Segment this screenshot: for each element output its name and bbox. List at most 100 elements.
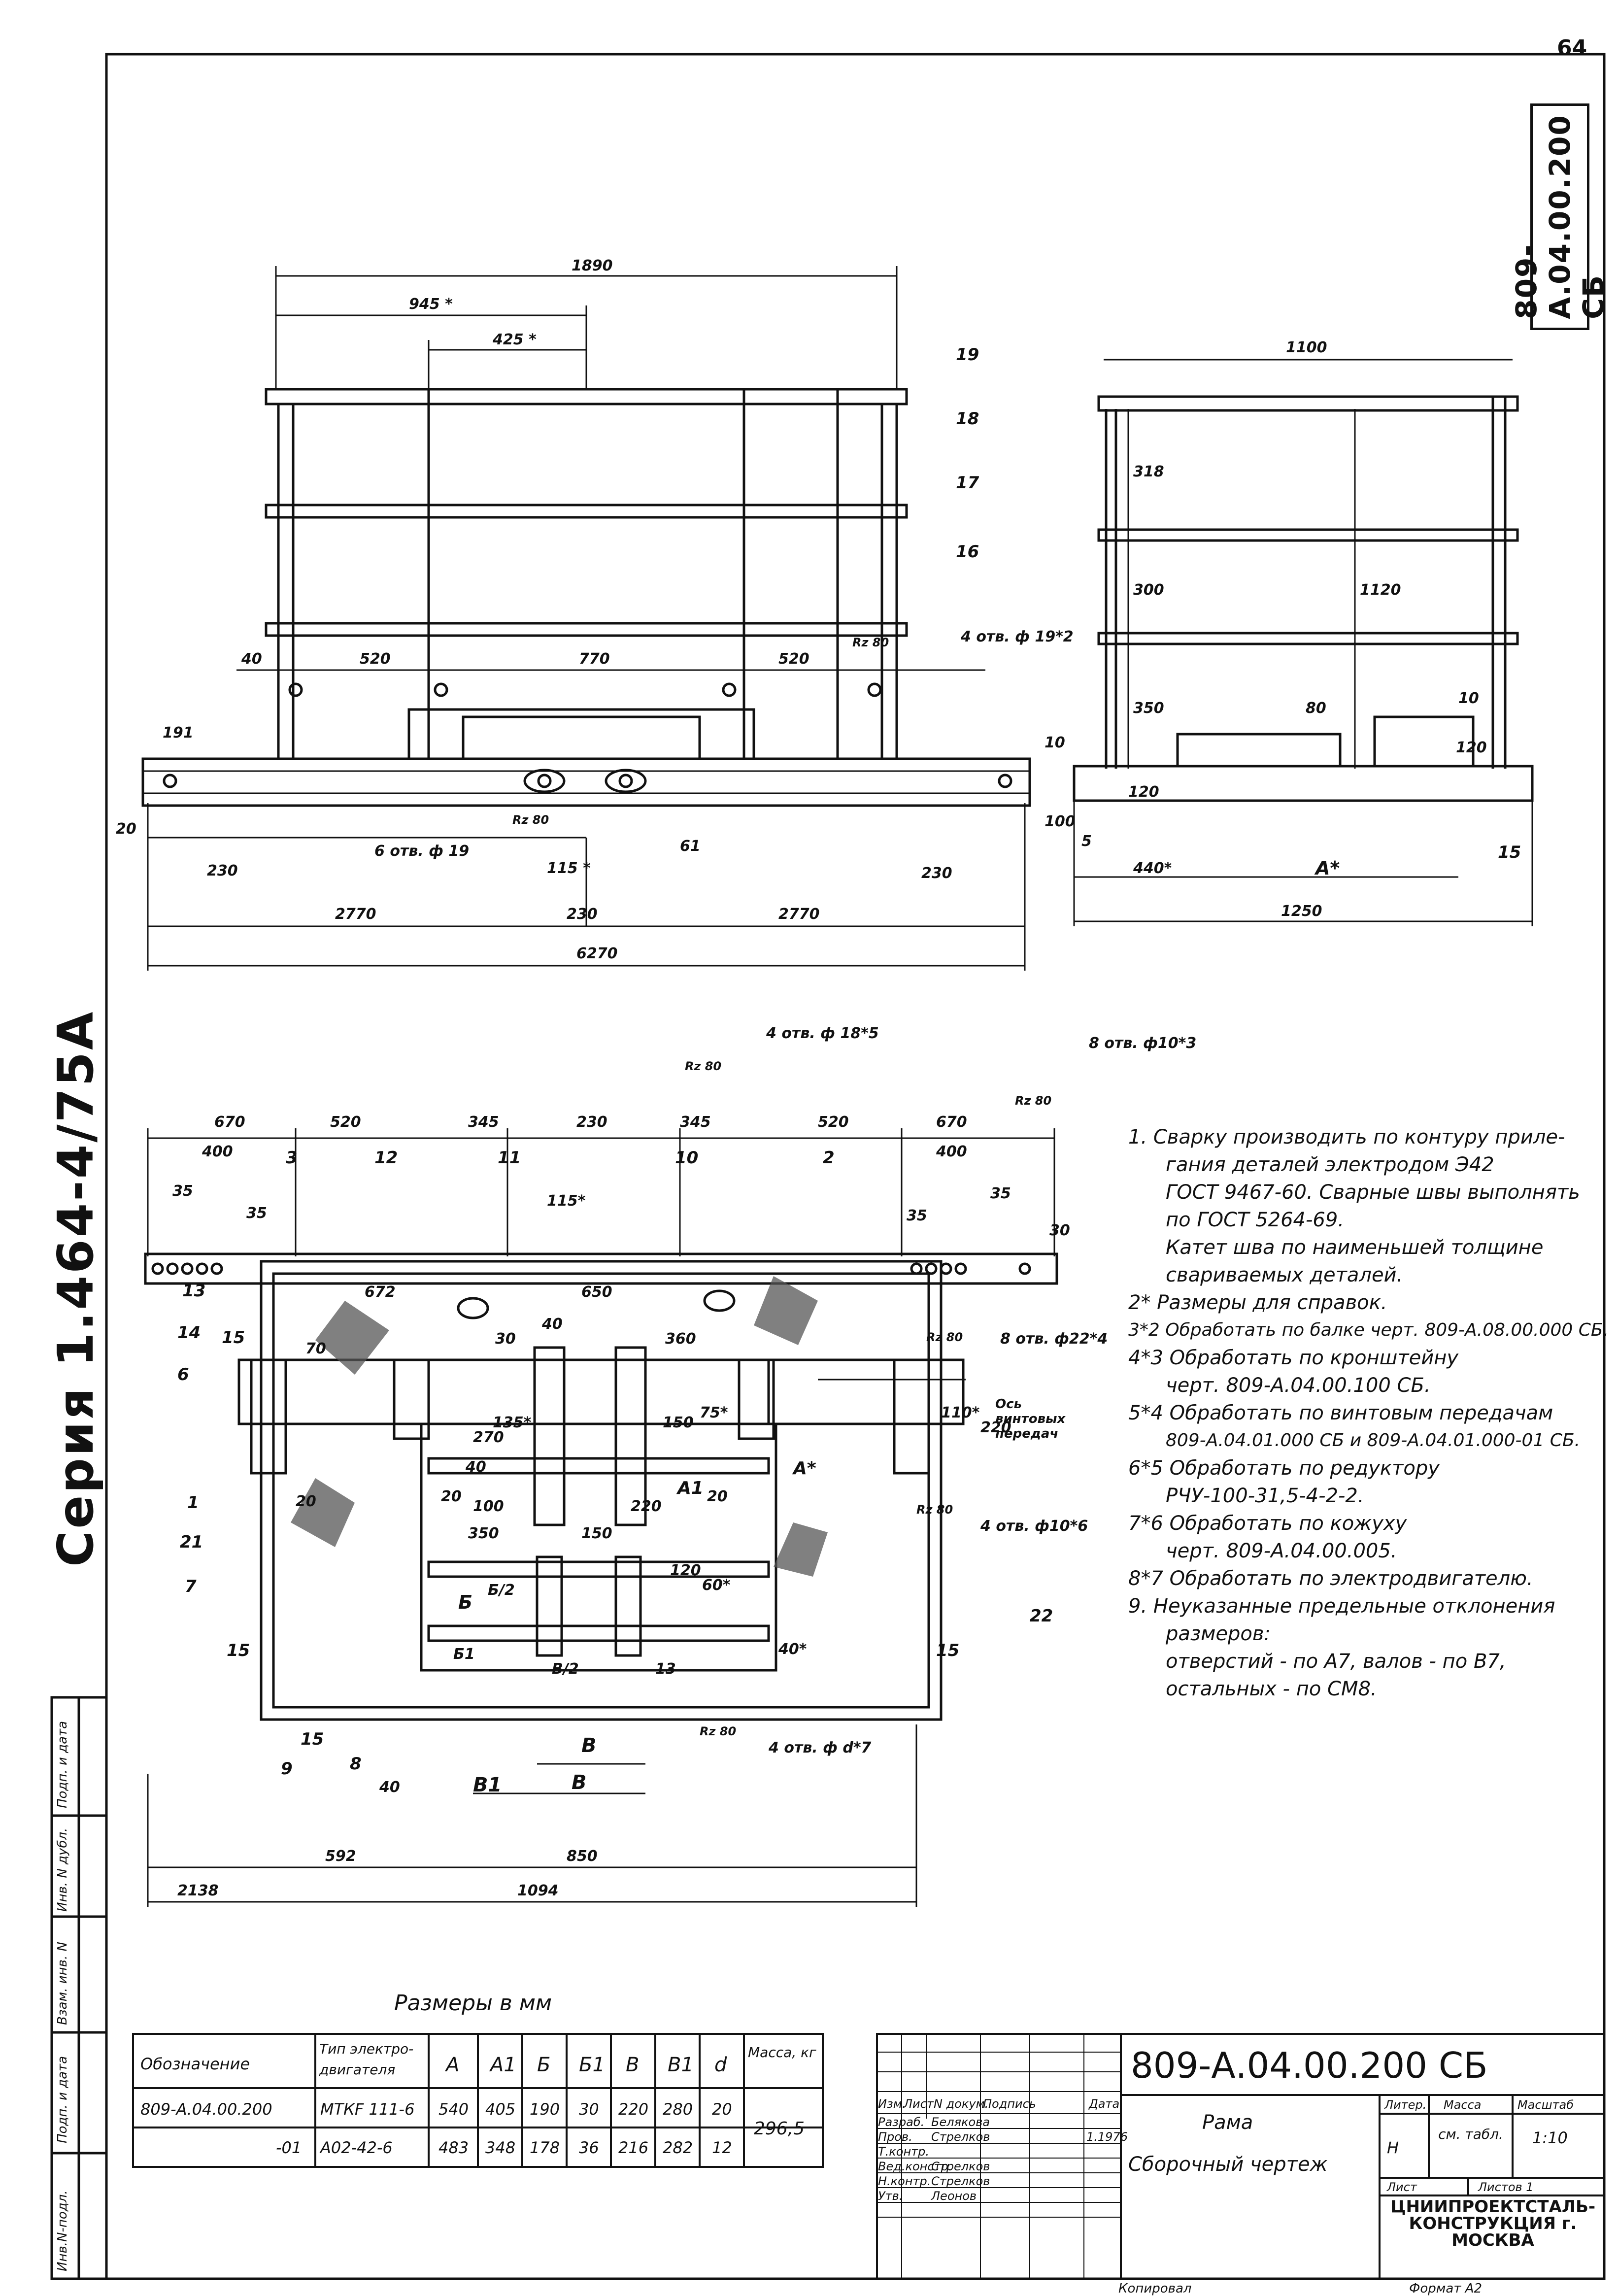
part-label: 22 [1030,1606,1053,1626]
tb-litera-head: Литер. [1384,2098,1427,2112]
tb-mass-head: Масса [1444,2098,1482,2112]
part-label: 2 [823,1148,835,1168]
dim-text: 1120 [1360,581,1401,599]
tb-role: Вед.констр. [878,2160,952,2173]
dim-text: 10 [1045,734,1065,751]
dim-text: 230 [567,906,598,923]
dim-text: 2770 [778,906,820,923]
dim-text: 40 [241,650,262,668]
part-label: 3 [286,1148,298,1168]
tb-role: Разраб. [878,2115,925,2129]
dim-text: 520 [330,1114,361,1131]
part-label: 15 [1498,843,1521,862]
part-label: 15 [936,1641,960,1660]
note-line: свариваемых деталей. [1166,1264,1403,1286]
note-line: по ГОСТ 5264-69. [1166,1209,1345,1231]
dim-text: 20 [296,1493,316,1510]
dim-text: 10 [1458,690,1479,707]
tb-organization: ЦНИИПРОЕКТСТАЛЬ-КОНСТРУКЦИЯ г. МОСКВА [1390,2197,1596,2250]
tb-col-head: Подпись [983,2097,1036,2111]
dim-text: 100 [1045,813,1076,830]
dim-text: В/2 [552,1660,579,1678]
side-designation-box: 809-А.04.00.200 СБ [1510,103,1610,330]
copied-label: Копировал [1118,2281,1192,2296]
table-header: Масса, кг [748,2044,816,2060]
part-label: 17 [956,473,979,493]
part-label: 18 [956,409,979,429]
tb-date: 1.1976 [1086,2130,1128,2144]
note-line: 9. Неуказанные предельные отклонения [1128,1595,1555,1618]
table-cell: А02-42-6 [320,2138,393,2157]
table-cell: 36 [579,2138,599,2157]
table-header: Тип электро-двигателя [319,2041,414,2078]
dim-text: 400 [936,1143,967,1160]
dim-text: 1250 [1281,903,1322,920]
hole-callout: 4 отв. ф10*6 [980,1518,1088,1535]
roughness-mark: Rz 80 [926,1330,963,1344]
table-cell-mass: 296,5 [754,2119,805,2139]
note-line: отверстий - по A7, валов - по B7, [1166,1650,1506,1673]
dim-text: В [572,1771,587,1794]
strip-label: Подп. и дата [55,1721,70,1808]
note-line: гания деталей электродом Э42 [1166,1153,1494,1176]
note-line: размеров: [1166,1622,1271,1645]
dim-text: 120 [1128,783,1159,801]
dim-text: 135* [493,1414,532,1431]
note-line: 1. Сварку производить по контуру приле- [1128,1126,1565,1148]
tb-person: Леонов [931,2189,977,2203]
part-label: 21 [180,1532,203,1552]
size-table-grid [132,2033,824,2168]
dim-text: 115 * [547,860,591,877]
tb-role: Н.контр. [878,2174,931,2188]
tb-litera: Н [1387,2138,1399,2157]
table-cell: 280 [663,2100,693,2119]
table-cell: 282 [663,2138,693,2157]
dim-text: 592 [325,1848,356,1865]
dim-text: 150 [581,1525,612,1542]
tb-mass: см. табл. [1438,2126,1503,2142]
title-name: Рама [1202,2111,1253,2134]
page-number: 64 [1557,35,1587,61]
dim-text: 110* [941,1404,980,1421]
tb-col-head: Дата [1089,2097,1120,2111]
dim-text: 115* [547,1192,586,1210]
technical-notes: 1. Сварку производить по контуру приле- … [1128,1123,1609,1703]
table-cell: МТКF 111-6 [320,2100,415,2119]
tb-scale-head: Масштаб [1517,2098,1574,2112]
dim-text: 40 [379,1779,400,1796]
dim-text: 670 [936,1114,967,1131]
dim-text: 6270 [576,945,618,962]
part-label: 15 [301,1729,324,1749]
part-label: 16 [956,542,979,562]
note-line: черт. 809-А.04.00.005. [1166,1540,1397,1562]
part-label: 12 [374,1148,398,1168]
part-label: 13 [182,1281,206,1301]
dim-text: 400 [202,1143,233,1160]
table-cell: 216 [618,2138,649,2157]
tb-person: Стрелков [931,2174,990,2188]
dim-text: 318 [1133,463,1164,480]
table-cell: 12 [712,2138,732,2157]
dim-text: 350 [468,1525,499,1542]
hole-callout: 4 отв. ф d*7 [769,1739,872,1756]
dim-text: 100 [473,1498,504,1515]
dim-text: 20 [441,1488,462,1505]
dim-text: 425 * [493,331,537,348]
dim-text: 35 [246,1205,267,1222]
table-cell: -01 [276,2138,302,2157]
part-label: 19 [956,345,979,365]
table-cell: 540 [438,2100,469,2119]
dim-text: 1094 [517,1882,559,1899]
dim-text: A1 [677,1478,704,1498]
tb-person: Стрелков [931,2130,990,2144]
note-line: 7*6 Обработать по кожуху [1128,1512,1407,1535]
note-line: РЧУ-100-31,5-4-2-2. [1166,1485,1364,1507]
table-header: В1 [668,2054,694,2076]
tb-role: Т.контр. [878,2145,930,2159]
dim-text: 650 [581,1283,612,1301]
strip-label: Инв. N дубл. [55,1827,70,1912]
dim-text: 70 [305,1340,326,1357]
roughness-mark: Rz 80 [512,813,549,827]
table-cell: 178 [530,2138,560,2157]
